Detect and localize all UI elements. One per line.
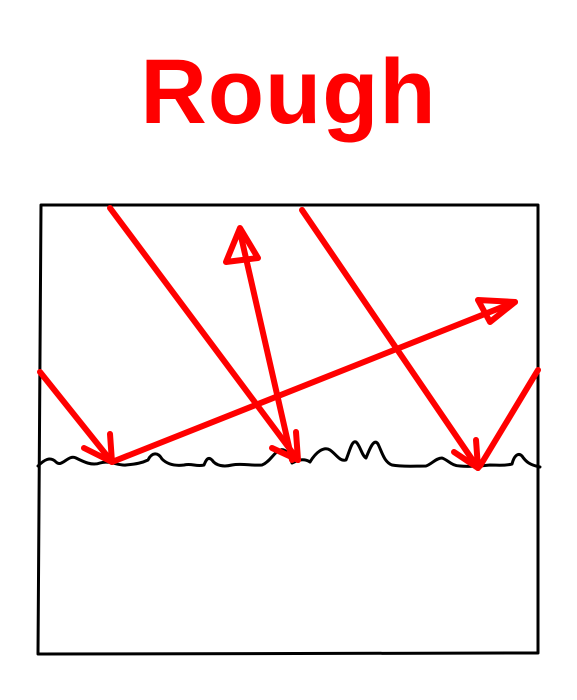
- diagram-title: Rough: [140, 41, 437, 143]
- arrowhead-icon: [269, 429, 301, 463]
- incident-ray-1: [37, 369, 115, 465]
- arrowhead-icon: [475, 297, 518, 325]
- rough-surface: [36, 440, 542, 469]
- frame-box: [36, 203, 540, 656]
- incident-ray-3: [299, 207, 481, 471]
- incident-ray-2: [107, 205, 301, 463]
- reflected-ray-2: [237, 229, 295, 463]
- arrowhead-icon: [223, 225, 261, 265]
- reflected-ray-3: [477, 367, 541, 469]
- reflected-ray-1: [109, 299, 518, 465]
